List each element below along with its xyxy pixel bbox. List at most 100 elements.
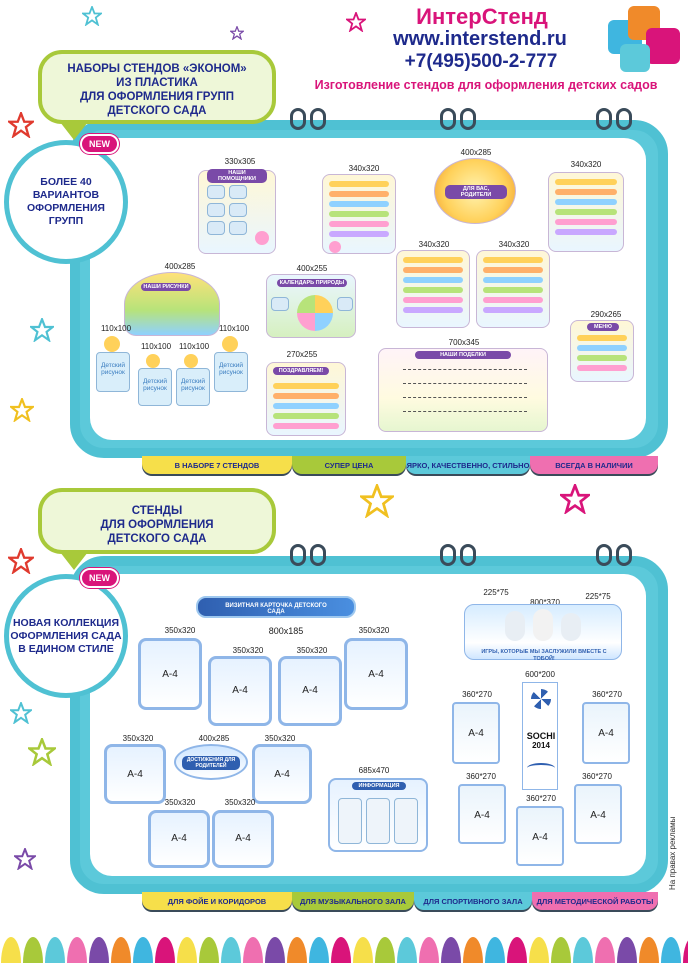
scallop xyxy=(1,937,21,963)
binder-ring xyxy=(290,544,306,566)
new-badge: NEW xyxy=(80,568,119,588)
ad-note: На правах рекламы xyxy=(668,816,677,890)
stand-achievements: ДОСТИЖЕНИЯ ДЛЯ РОДИТЕЛЕЙ xyxy=(174,744,248,780)
a4-label: А-4 xyxy=(368,669,384,680)
stand-size: 400x285 xyxy=(164,262,196,271)
scallop xyxy=(67,937,87,963)
pocket-caption: Детский рисунок xyxy=(100,362,126,376)
sochi-tower: SOCHI 2014 xyxy=(522,682,558,790)
stand-size: 350x320 xyxy=(358,626,390,635)
stand-information: ИНФОРМАЦИЯ xyxy=(328,778,428,852)
section2-callout: НОВАЯ КОЛЛЕКЦИЯ ОФОРМЛЕНИЯ САДА В ЕДИНОМ… xyxy=(4,574,128,698)
scallop xyxy=(133,937,153,963)
tab-set-of-seven[interactable]: В НАБОРЕ 7 СТЕНДОВ xyxy=(142,456,292,474)
scallop xyxy=(661,937,681,963)
stand-rails xyxy=(548,172,624,252)
scallop xyxy=(529,937,549,963)
stand-title: МЕНЮ xyxy=(587,323,619,331)
a4-stand: А-4 xyxy=(278,656,342,726)
star-icon xyxy=(10,702,32,724)
scallop xyxy=(441,937,461,963)
callout-line: ВАРИАНТОВ xyxy=(32,189,100,201)
title-line: НАБОРЫ СТЕНДОВ «ЭКОНОМ» xyxy=(67,63,247,75)
scallop xyxy=(419,937,439,963)
scallop xyxy=(23,937,43,963)
stand-congratulations: ПОЗДРАВЛЯЕМ! xyxy=(266,362,346,436)
a4-stand: А-4 xyxy=(104,744,166,804)
a4-label: А-4 xyxy=(235,833,251,844)
star-icon xyxy=(30,318,54,342)
stand-title: ИНФОРМАЦИЯ xyxy=(352,782,406,790)
section1-title: НАБОРЫ СТЕНДОВ «ЭКОНОМ» ИЗ ПЛАСТИКА ДЛЯ … xyxy=(38,50,276,124)
stand-our-drawings: НАШИ РИСУНКИ xyxy=(124,272,220,336)
olympic-pocket: А-4 xyxy=(516,806,564,866)
phone-number[interactable]: +7(495)500-2-777 xyxy=(404,51,558,72)
stand-rails xyxy=(476,250,550,328)
stand-size: 290x265 xyxy=(590,310,622,319)
stand-size: 360*270 xyxy=(466,772,496,781)
scallop xyxy=(375,937,395,963)
star-icon xyxy=(230,26,244,40)
scallop xyxy=(89,937,109,963)
callout-line: ОФОРМЛЕНИЯ САДА xyxy=(10,629,122,642)
tab-foyer[interactable]: ДЛЯ ФОЙЕ И КОРИДОРОВ xyxy=(142,892,292,910)
stand-size: 350x320 xyxy=(296,646,328,655)
scallop xyxy=(45,937,65,963)
stand-size: 400x255 xyxy=(296,264,328,273)
a4-label: А-4 xyxy=(162,669,178,680)
tab-always-in-stock[interactable]: ВСЕГДА В НАЛИЧИИ xyxy=(530,456,658,474)
scallop xyxy=(221,937,241,963)
tab-music-hall[interactable]: ДЛЯ МУЗЫКАЛЬНОГО ЗАЛА xyxy=(292,892,414,910)
stand-rails xyxy=(322,174,396,254)
a4-label: А-4 xyxy=(590,810,606,821)
stand-size: 350x320 xyxy=(164,798,196,807)
olympic-slogan: ИГРЫ, КОТОРЫЕ МЫ ЗАСЛУЖИЛИ ВМЕСТЕ С ТОБО… xyxy=(481,649,607,662)
stand-size: 340x320 xyxy=(498,240,530,249)
scallop xyxy=(485,937,505,963)
binder-ring xyxy=(310,108,326,130)
binder-ring xyxy=(310,544,326,566)
stand-our-crafts: НАШИ ПОДЕЛКИ xyxy=(378,348,548,432)
star-icon xyxy=(8,112,34,138)
binder-ring xyxy=(616,108,632,130)
title-line: ИЗ ПЛАСТИКА xyxy=(116,77,198,89)
tab-super-price[interactable]: СУПЕР ЦЕНА xyxy=(292,456,406,474)
stand-title: НАШИ ПОДЕЛКИ xyxy=(415,351,511,359)
tab-methodical[interactable]: ДЛЯ МЕТОДИЧЕСКОЙ РАБОТЫ xyxy=(532,892,658,910)
stand-size: 350x320 xyxy=(164,626,196,635)
tab-sports-hall[interactable]: ДЛЯ СПОРТИВНОГО ЗАЛА xyxy=(414,892,532,910)
title-line: ДЕТСКОГО САДА xyxy=(107,105,207,117)
drawing-pocket: Детский рисунок xyxy=(176,354,210,406)
binder-ring xyxy=(596,108,612,130)
star-icon xyxy=(14,848,36,870)
tab-bright-quality[interactable]: ЯРКО, КАЧЕСТВЕННО, СТИЛЬНО xyxy=(406,456,530,474)
stand-size: 350x320 xyxy=(264,734,296,743)
stand-size: 110x100 xyxy=(100,324,132,333)
stand-size: 270x255 xyxy=(286,350,318,359)
tagline: Изготовление стендов для оформления детс… xyxy=(314,78,658,92)
star-icon xyxy=(346,12,366,32)
website-link[interactable]: www.interstend.ru xyxy=(393,28,567,50)
callout-line: В ЕДИНОМ СТИЛЕ xyxy=(18,642,114,655)
scallop xyxy=(331,937,351,963)
stand-size: 360*270 xyxy=(592,690,622,699)
stand-nature-calendar: КАЛЕНДАРЬ ПРИРОДЫ xyxy=(266,274,356,338)
scallop xyxy=(353,937,373,963)
bubble-tail xyxy=(60,122,88,140)
scallop xyxy=(243,937,263,963)
banner-title: ВИЗИТНАЯ КАРТОЧКА ДЕТСКОГО САДА xyxy=(225,603,327,615)
stand-size: 350x320 xyxy=(122,734,154,743)
scallop xyxy=(683,940,688,963)
a4-label: А-4 xyxy=(532,832,548,843)
stand-size: 700x345 xyxy=(448,338,480,347)
a4-stand: А-4 xyxy=(252,744,312,804)
stand-size: 350x320 xyxy=(224,798,256,807)
scallop xyxy=(265,937,285,963)
scallop xyxy=(111,937,131,963)
stand-size: 360*270 xyxy=(582,772,612,781)
stand-size: 340x320 xyxy=(570,160,602,169)
a4-label: А-4 xyxy=(274,769,290,780)
stand-title: ДЛЯ ВАС, РОДИТЕЛИ xyxy=(445,185,507,199)
callout-line: НОВАЯ КОЛЛЕКЦИЯ xyxy=(12,616,120,629)
title-line: ДЛЯ ОФОРМЛЕНИЯ xyxy=(100,519,214,531)
